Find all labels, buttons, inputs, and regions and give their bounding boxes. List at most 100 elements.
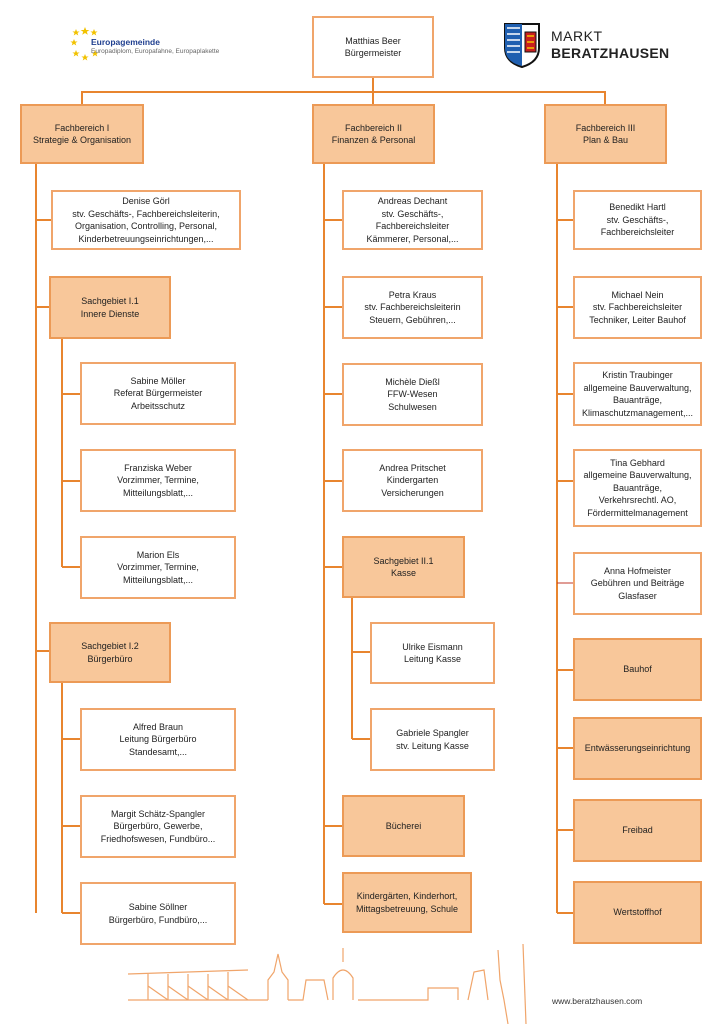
section-box: Sachgebiet I.2 Bürgerbüro (49, 622, 171, 683)
person-duty: Gebühren und Beiträge (590, 578, 685, 589)
person-duty: stv. Geschäfts-, Fachbereichsleiterin, (72, 208, 220, 219)
section-title: Sachgebiet II.1 (373, 555, 434, 566)
person-duty: stv. Fachbereichsleiterin (364, 302, 461, 313)
person-duty: Bauanträge, (612, 482, 663, 493)
person-duty: Organisation, Controlling, Personal, (74, 221, 218, 231)
department-title: Fachbereich I (54, 122, 110, 133)
section-subtitle: Bürgerbüro (87, 653, 133, 664)
department-box: Fachbereich III Plan & Bau (544, 104, 667, 164)
section-box: Sachgebiet II.1 Kasse (342, 536, 465, 598)
unit-box: Wertstoffhof (573, 881, 702, 944)
person-duty: Kindergarten (386, 475, 439, 486)
section-subtitle: Innere Dienste (80, 308, 140, 319)
person-duty: Mitteilungsblatt,... (122, 487, 193, 498)
person-duty: allgemeine Bauverwaltung, (583, 470, 692, 481)
person-duty: Steuern, Gebühren,... (369, 314, 456, 325)
person-duty: Klimaschutzmanagement,... (581, 407, 694, 418)
person-name: Franziska Weber (124, 462, 192, 473)
person-duty: Versicherungen (381, 487, 444, 498)
staff-box: Petra Kraus stv. Fachbereichsleiterin St… (342, 276, 483, 339)
unit-label: Bücherei (385, 820, 422, 831)
person-name: Matthias Beer (345, 35, 401, 46)
person-duty: Leitung Kasse (403, 654, 462, 664)
staff-box: Michael Nein stv. Fachbereichsleiter Tec… (573, 276, 702, 339)
section-title: Sachgebiet I.1 (81, 296, 139, 306)
person-name: Michèle Dießl (385, 376, 440, 387)
person-duty: Schulwesen (388, 401, 437, 412)
staff-box: Tina Gebhard allgemeine Bauverwaltung, B… (573, 449, 702, 527)
section-subtitle: Kasse (390, 568, 416, 578)
person-duty: Leitung Bürgerbüro (119, 734, 197, 745)
staff-box: Gabriele Spangler stv. Leitung Kasse (370, 708, 495, 771)
department-box: Fachbereich II Finanzen & Personal (312, 104, 435, 164)
unit-label: Bauhof (623, 664, 652, 675)
person-duty: stv. Fachbereichsleiter (592, 302, 683, 313)
person-duty: Fördermittelmanagement (587, 507, 688, 518)
person-duty: FFW-Wesen (387, 389, 438, 400)
staff-box: Franziska Weber Vorzimmer, Termine, Mitt… (80, 449, 236, 512)
person-duty: Kinderbetreuungseinrichtungen,... (78, 233, 214, 244)
person-name: Anna Hofmeister (603, 565, 671, 576)
person-name: Andreas Dechant (377, 196, 448, 206)
unit-label: Kindergärten, Kinderhort, Mittagsbetreuu… (355, 891, 459, 914)
coat-of-arms-icon (504, 23, 540, 68)
person-duty: stv. Geschäfts-, (606, 214, 669, 225)
person-duty: Friedhofswesen, Fundbüro... (100, 833, 216, 844)
person-duty: Arbeitsschutz (130, 400, 185, 411)
person-duty: allgemeine Bauverwaltung, (583, 382, 692, 393)
staff-box: Sabine Möller Referat Bürgermeister Arbe… (80, 362, 236, 425)
department-title: Fachbereich III (575, 122, 636, 133)
person-name: Tina Gebhard (610, 457, 665, 468)
staff-box: Denise Görl stv. Geschäfts-, Fachbereich… (51, 190, 241, 250)
market-logo-line2: BERATZHAUSEN (551, 45, 670, 61)
unit-box: Kindergärten, Kinderhort, Mittagsbetreuu… (342, 872, 472, 933)
person-role: Bürgermeister (344, 48, 402, 58)
person-duty: stv. Leitung Kasse (396, 740, 469, 751)
unit-box: Freibad (573, 799, 702, 862)
person-duty: Bauanträge, (612, 395, 663, 405)
department-subtitle: Finanzen & Personal (331, 135, 416, 145)
person-name: Kristin Traubinger (602, 370, 673, 380)
person-duty: Vorzimmer, Termine, (117, 475, 199, 486)
person-name: Margit Schätz-Spangler (110, 808, 206, 819)
person-name: Gabriele Spangler (396, 728, 469, 738)
unit-label: Entwässerungseinrichtung (584, 743, 691, 754)
person-name: Marion Els (136, 549, 180, 560)
person-name: Denise Görl (122, 196, 170, 206)
mayor-box: Matthias Beer Bürgermeister (312, 16, 434, 78)
person-duty: Kämmerer, Personal,... (366, 233, 459, 244)
staff-box: Ulrike Eismann Leitung Kasse (370, 622, 495, 684)
staff-box: Anna Hofmeister Gebühren und Beiträge Gl… (573, 552, 702, 615)
staff-box: Marion Els Vorzimmer, Termine, Mitteilun… (80, 536, 236, 599)
market-logo-line1: MARKT (551, 28, 603, 44)
department-subtitle: Strategie & Organisation (32, 135, 132, 145)
person-duty: stv. Geschäfts-, Fachbereichsleiter (375, 208, 450, 232)
unit-box: Entwässerungseinrichtung (573, 717, 702, 780)
section-box: Sachgebiet I.1 Innere Dienste (49, 276, 171, 339)
person-duty: Mitteilungsblatt,... (122, 574, 193, 585)
unit-label: Freibad (622, 825, 653, 836)
eu-logo-subtitle: Europadiplom, Europafahne, Europaplakett… (91, 48, 220, 55)
europagemeinde-logo (70, 24, 250, 66)
person-duty: Referat Bürgermeister (113, 388, 203, 399)
town-skyline-graphic (128, 943, 527, 1024)
person-duty: Glasfaser (618, 590, 657, 601)
staff-box: Andreas Dechant stv. Geschäfts-, Fachber… (342, 190, 483, 250)
person-duty: Verkehrsrechtl. AO, (598, 495, 677, 506)
person-name: Petra Kraus (388, 289, 437, 300)
unit-label: Wertstoffhof (613, 907, 662, 918)
staff-box: Margit Schätz-Spangler Bürgerbüro, Gewer… (80, 795, 236, 858)
person-duty: Vorzimmer, Termine, (117, 562, 199, 573)
staff-box: Michèle Dießl FFW-Wesen Schulwesen (342, 363, 483, 426)
staff-box: Andrea Pritschet Kindergarten Versicheru… (342, 449, 483, 512)
person-duty: Fachbereichsleiter (600, 227, 675, 238)
person-name: Andrea Pritschet (379, 462, 446, 473)
staff-box: Benedikt Hartl stv. Geschäfts-, Fachbere… (573, 190, 702, 250)
person-name: Sabine Möller (130, 375, 186, 386)
staff-box: Alfred Braun Leitung Bürgerbüro Standesa… (80, 708, 236, 771)
section-title: Sachgebiet I.2 (81, 641, 139, 651)
website-url: www.beratzhausen.com (552, 996, 643, 1006)
unit-box: Bücherei (342, 795, 465, 857)
person-duty: Standesamt,... (128, 746, 188, 757)
